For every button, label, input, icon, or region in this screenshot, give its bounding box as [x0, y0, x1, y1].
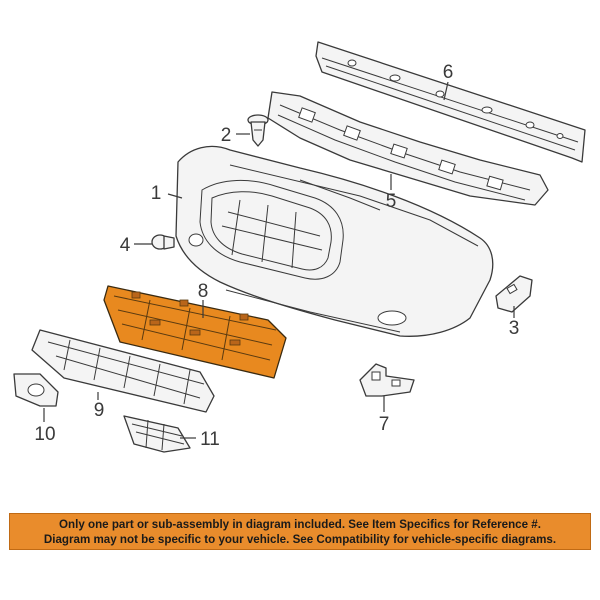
- part-11-fog-lamp-grille: [123, 415, 191, 453]
- callout-7: 7: [379, 414, 390, 435]
- callout-6: 6: [443, 62, 454, 83]
- part-4-push-pin-clip: [151, 234, 175, 250]
- part-8-grille-highlighted: [103, 285, 287, 379]
- part-7-bracket: [359, 363, 415, 397]
- part-2-push-pin-clip: [247, 114, 269, 147]
- part-3-side-bracket: [495, 275, 533, 313]
- leader-lines: [43, 81, 515, 439]
- part-9-lower-grille: [31, 329, 215, 413]
- callout-11: 11: [200, 429, 220, 450]
- notice-line-2: Diagram may not be specific to your vehi…: [43, 533, 557, 546]
- callout-8: 8: [198, 281, 209, 302]
- part-10-fog-lamp-bezel: [13, 373, 59, 407]
- callout-5: 5: [386, 191, 397, 212]
- compatibility-notice-banner: Only one part or sub-assembly in diagram…: [9, 513, 591, 550]
- callout-labels: 6 2 1 5 4 8 3 9 7 10 11: [34, 62, 519, 450]
- parts-diagram: 6 2 1 5 4 8 3 9 7 10 11: [13, 41, 586, 453]
- part-5-energy-absorber: [267, 91, 549, 206]
- callout-4: 4: [120, 235, 131, 256]
- callout-1: 1: [151, 183, 162, 204]
- notice-line-1: Only one part or sub-assembly in diagram…: [59, 518, 541, 531]
- callout-2: 2: [221, 125, 232, 146]
- callout-9: 9: [94, 400, 105, 421]
- callout-3: 3: [509, 318, 520, 339]
- part-1-bumper-cover: [175, 145, 494, 337]
- part-6-reinforcement-beam: [315, 41, 586, 163]
- callout-10: 10: [34, 424, 55, 445]
